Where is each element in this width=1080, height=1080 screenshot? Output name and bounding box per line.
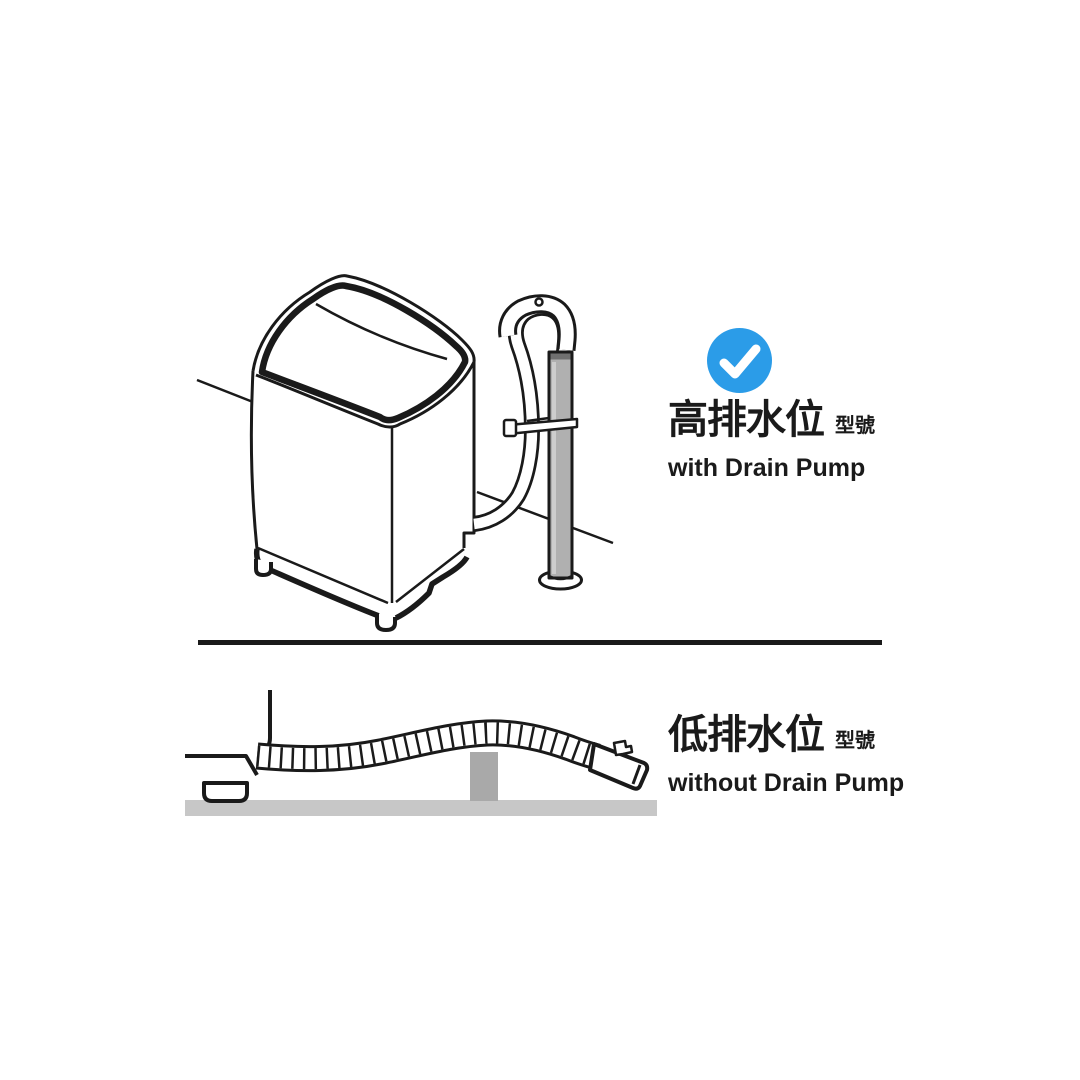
bottom-subtitle: without Drain Pump [668,769,905,797]
bottom-illustration [185,690,657,816]
hose-clamp [502,416,579,438]
top-title: 高排水位 [668,398,825,442]
standpipe-rim [550,353,571,360]
machine-foot [202,781,249,803]
washing-machine [249,274,476,632]
machine-foot-front [375,613,397,632]
clamp-buckle [502,418,518,438]
wall-line-right [476,490,614,545]
machine-body-fill [251,275,475,618]
support-block [470,752,498,801]
hose-hook [498,294,577,351]
hook-nub [534,297,544,307]
top-label-group: 高排水位 型號 with Drain Pump [668,399,875,483]
bottom-title: 低排水位 [668,713,825,757]
lid-rim [258,282,469,424]
floor [185,800,657,816]
machine-foot-left [254,559,273,577]
corrugated-drain-hose [255,719,650,791]
check-badge [707,328,772,393]
standpipe [538,350,583,591]
top-subtitle: with Drain Pump [668,454,866,482]
lid-hinge-line [315,302,448,361]
hose-clip [612,739,634,757]
hose-tip-mouth [631,764,642,785]
standpipe-highlight [552,362,556,574]
top-illustration [196,274,614,632]
section-divider [198,640,882,645]
top-title-tag: 型號 [835,415,875,437]
checkmark-icon [719,344,761,379]
bottom-label-group: 低排水位 型號 without Drain Pump [668,714,904,798]
bottom-title-tag: 型號 [835,730,875,752]
wall-line-left [196,378,254,404]
hose-tip [588,742,650,791]
machine-base-fragment [185,690,272,803]
